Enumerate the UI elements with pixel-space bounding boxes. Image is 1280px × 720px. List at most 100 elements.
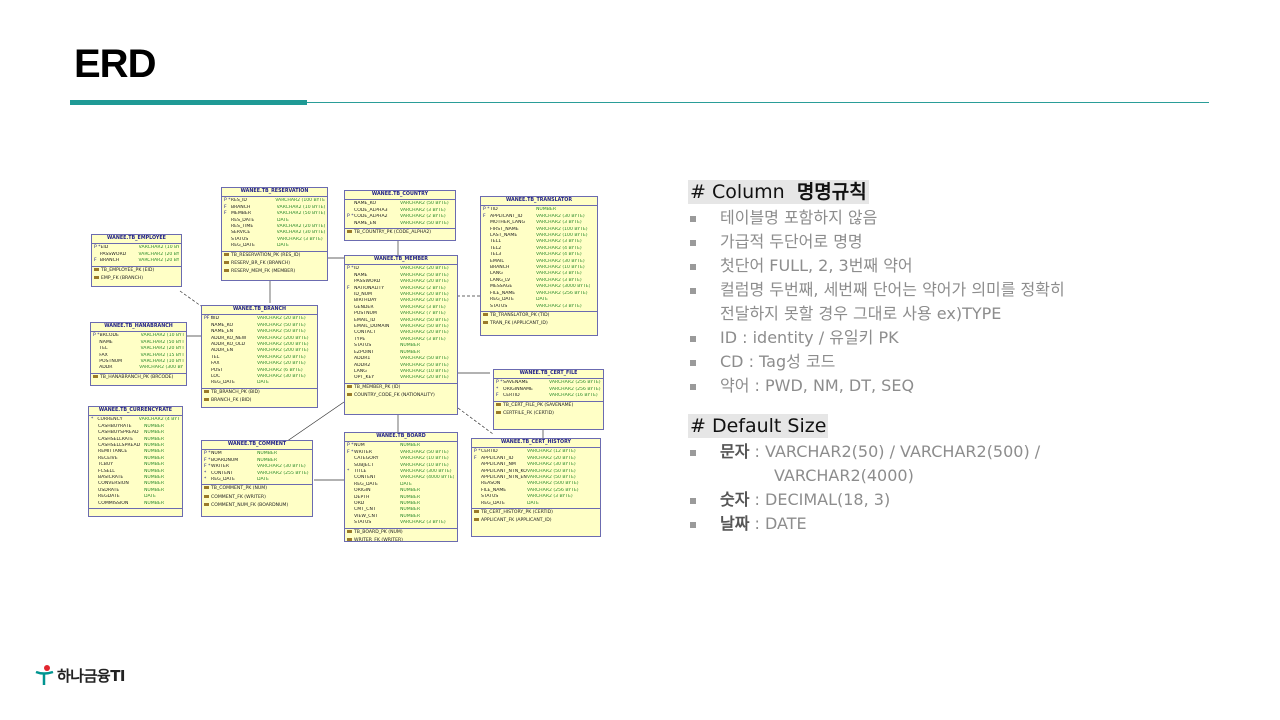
erd-column-type: VARCHAR2 (50 BYTE) — [257, 322, 306, 328]
title-underline — [70, 102, 1209, 103]
erd-column-type: VARCHAR2 (10 BYTE) — [400, 456, 449, 462]
erd-column-type: VARCHAR2 (3 BYTE) — [400, 304, 446, 310]
erd-column-name: STATUS — [354, 520, 372, 526]
erd-column-name: PASSWORD — [354, 279, 381, 285]
bullet-icon — [690, 264, 696, 270]
erd-column-name: TEL1 — [490, 239, 502, 245]
bullet-icon — [690, 336, 696, 342]
erd-column-type: VARCHAR2 (30 BYTE) — [536, 258, 585, 264]
erd-column-key: * — [91, 417, 94, 423]
erd-column-name: DEPTH — [354, 494, 370, 500]
erd-table-constraint: TB_CERT_HISTORY_PK (CERTID) — [472, 509, 600, 517]
erd-constraint-text: TB_TRANSLATOR_PK (TID) — [490, 312, 550, 318]
erd-column-type: VARCHAR2 (20 BYTE) — [527, 455, 576, 461]
erd-table-title: WANEE.TB_COMMENT — [202, 441, 312, 451]
erd-column-name: ID — [354, 266, 359, 272]
erd-column-name: NAME — [354, 272, 368, 278]
erd-column-name: ORIGIN — [354, 488, 371, 494]
erd-column-name: NUM — [354, 443, 365, 449]
default-size-list: 문자 : VARCHAR2(50) / VARCHAR2(500) /VARCH… — [688, 440, 1208, 536]
erd-column-type: DATE — [277, 217, 289, 223]
erd-column-type: NUMBER — [536, 207, 557, 213]
erd-column-name: POSTNUM — [99, 359, 123, 365]
erd-column-name: NATIONALITY — [354, 285, 385, 291]
erd-table-constraint: BRANCH_FK (BID) — [202, 397, 317, 405]
erd-column-name: APPLICANT_NTN_EN — [481, 475, 527, 481]
erd-column-name: REG_DATE — [231, 243, 255, 249]
erd-column-type: VARCHAR2 (10 BYTE) — [400, 368, 449, 374]
erd-column-name: CODE_ALPHA2 — [354, 214, 388, 220]
erd-column-type: VARCHAR2 (30 BYTE) — [257, 374, 306, 380]
erd-table-constraint: CERTFILE_FK (CERTID) — [494, 410, 603, 418]
key-icon — [224, 269, 229, 273]
erd-column-type: VARCHAR2 (300 BYTE) — [139, 365, 184, 371]
erd-column-name: REGDATE — [98, 494, 120, 500]
erd-column-name: NAME — [99, 339, 113, 345]
erd-column-type: VARCHAR2 (256 BYTE) — [527, 487, 579, 493]
erd-column-key: F * — [204, 464, 211, 470]
erd-column-type: VARCHAR2 (500 BYTE) — [527, 481, 579, 487]
erd-column-name: ADDR1 — [354, 356, 371, 362]
erd-constraint-text: TB_BOARD_PK (NUM) — [354, 529, 403, 535]
erd-table-constraint: TB_MEMBER_PK (ID) — [345, 384, 457, 392]
erd-column-key: P * — [93, 333, 100, 339]
erd-column-name: CERTID — [503, 393, 520, 399]
erd-column-type: VARCHAR2 (4 BYTE) — [536, 245, 582, 251]
erd-column-key: F * — [347, 449, 354, 455]
erd-column-name: APPLICANT_ID — [481, 455, 514, 461]
bullet-icon — [690, 522, 696, 528]
key-icon — [224, 252, 229, 256]
erd-column-type: NUMBER — [144, 436, 165, 442]
erd-column-name: APPLICANT_ID — [490, 213, 523, 219]
erd-column-type: VARCHAR2 (20 BYTE) — [400, 292, 449, 298]
erd-column-name: VIEW_CNT — [354, 513, 378, 519]
rule-item-text: 테이블명 포함하지 않음 — [720, 208, 878, 227]
erd-column-type: VARCHAR2 (50 BYTE) — [400, 317, 449, 323]
erd-column-type: NUMBER — [257, 457, 278, 463]
erd-column-name: RES_DATE — [231, 217, 255, 223]
erd-column-type: VARCHAR2 (30 BYTE) — [527, 462, 576, 468]
erd-column-type: VARCHAR2 (12 BYTE) — [527, 449, 576, 455]
erd-constraint-text: TB_RESERVATION_PK (RES_ID) — [231, 252, 301, 258]
erd-column-name: POST — [211, 367, 224, 373]
erd-table-title: WANEE.TB_EMPLOYEE — [92, 235, 181, 245]
erd-column-type: VARCHAR2 (50 BYTE) — [400, 362, 449, 368]
erd-column-type: VARCHAR2 (20 BYTE) — [400, 298, 449, 304]
erd-column-name: CONTENT — [211, 470, 234, 476]
erd-column-type: VARCHAR2 (50 BYTE) — [527, 475, 576, 481]
erd-column-name: MEMBER — [230, 211, 252, 217]
erd-column-name: CONTACT — [354, 330, 376, 336]
erd-column-key — [224, 243, 231, 249]
erd-column-type: VARCHAR2 (20 BYTE) — [400, 279, 449, 285]
erd-column-name: ADDR — [99, 365, 113, 371]
erd-column-type: VARCHAR2 (20 BYTE) — [276, 224, 325, 230]
